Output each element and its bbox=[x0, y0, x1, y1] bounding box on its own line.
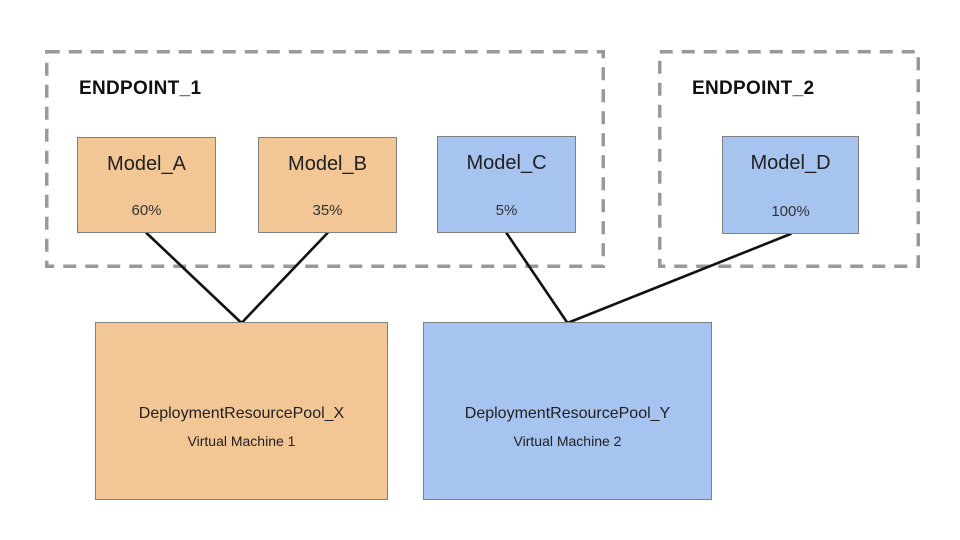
model-d-traffic-split: 100% bbox=[771, 203, 810, 220]
model-a-name: Model_A bbox=[107, 153, 186, 175]
model-d-name: Model_D bbox=[750, 152, 831, 174]
model-b-box: Model_B 35% bbox=[258, 137, 397, 233]
model-c-box: Model_C 5% bbox=[437, 136, 576, 233]
model-a-box: Model_A 60% bbox=[77, 137, 216, 233]
pool-x-name: DeploymentResourcePool_X bbox=[138, 405, 345, 422]
endpoint-1-title: ENDPOINT_1 bbox=[79, 78, 202, 99]
deployment-resource-pool-y-box: DeploymentResourcePool_Y Virtual Machine… bbox=[423, 322, 712, 500]
pool-y-name: DeploymentResourcePool_Y bbox=[464, 405, 671, 422]
model-c-traffic-split: 5% bbox=[495, 202, 518, 219]
model-c-name: Model_C bbox=[466, 152, 547, 174]
model-a-traffic-split: 60% bbox=[131, 202, 162, 219]
model-b-traffic-split: 35% bbox=[312, 202, 343, 219]
pool-x-machine-label: Virtual Machine 1 bbox=[187, 433, 296, 449]
pool-y-machine-label: Virtual Machine 2 bbox=[513, 433, 622, 449]
endpoint-2-title: ENDPOINT_2 bbox=[692, 78, 815, 99]
deployment-resource-pool-x-box: DeploymentResourcePool_X Virtual Machine… bbox=[95, 322, 388, 500]
model-b-name: Model_B bbox=[288, 153, 367, 175]
model-d-box: Model_D 100% bbox=[722, 136, 859, 234]
